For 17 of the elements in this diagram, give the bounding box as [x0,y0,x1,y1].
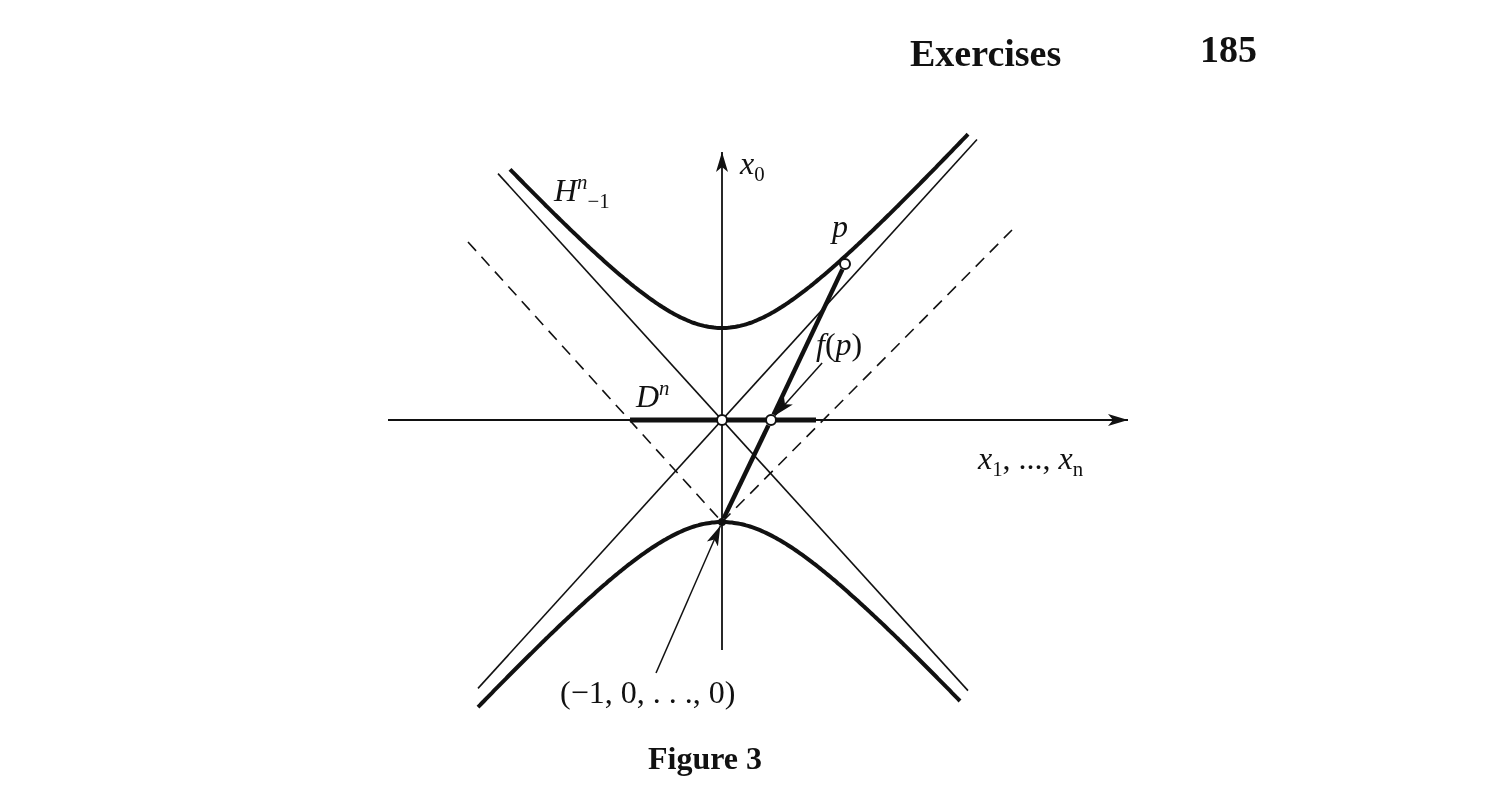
leader-arrow [655,524,722,674]
line-segment [771,268,845,416]
region-label: D$^{n}$ [636,378,670,412]
leader-arrow [774,362,823,417]
point-marker [718,518,726,526]
point-label: p [832,210,848,242]
point-label: (−1, 0, . . ., 0) [560,676,736,708]
line-segment [721,424,771,520]
page-number: 185 [1200,30,1257,68]
axis-label: x$_{1}$, ..., x$_{n}$ [978,442,1084,481]
point-marker [716,414,728,426]
running-head: Exercises [910,34,1062,72]
figure-caption: Figure 3 [648,742,763,774]
point-label: f(p) [816,328,863,360]
axis-label: x$_{0}$ [740,147,765,186]
point-marker [765,414,777,426]
point-marker [839,258,851,270]
